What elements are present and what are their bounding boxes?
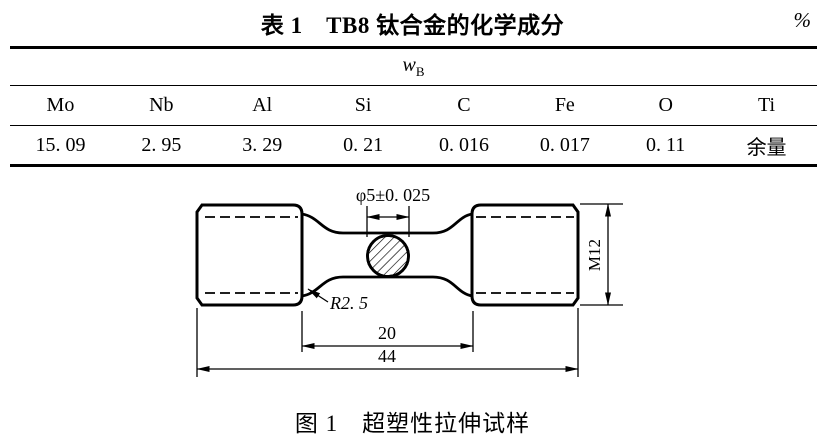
header-cell: Fe <box>514 85 616 126</box>
value-cell: 3. 29 <box>242 133 283 156</box>
value-cell: 15. 09 <box>35 133 86 156</box>
gauge-length-dimension <box>301 311 474 352</box>
value-cell: 0. 11 <box>646 133 686 156</box>
table-unit-label: % <box>793 8 812 32</box>
specimen-figure: φ5±0. 025 R2. 5 20 44 <box>175 180 635 392</box>
value-cell: 0. 21 <box>343 133 384 156</box>
gauge-length-label: 20 <box>378 323 396 343</box>
cross-section-circle <box>366 234 410 278</box>
mass-fraction-symbol: wB <box>10 47 817 86</box>
value-cell: 2. 95 <box>141 133 182 156</box>
composition-table: wB Mo Nb Al Si C Fe O Ti 15. 09 2. 95 3.… <box>10 46 817 167</box>
header-cell: Ti <box>716 85 817 126</box>
left-grip <box>195 203 304 307</box>
value-row: 15. 09 2. 95 3. 29 0. 21 0. 016 0. 017 0… <box>10 126 817 166</box>
thread-label: M12 <box>585 239 604 271</box>
value-cell: 余量 <box>746 136 787 159</box>
header-cell: O <box>615 85 717 126</box>
group-header-row: wB <box>10 47 817 86</box>
header-cell: Mo <box>10 85 111 126</box>
specimen-drawing: φ5±0. 025 R2. 5 20 44 <box>195 185 623 377</box>
fillet-radius-label: R2. 5 <box>329 293 368 313</box>
table-title-row: 表 1 TB8 钛合金的化学成分 % <box>0 6 825 40</box>
figure-caption: 图 1 超塑性拉伸试样 <box>294 411 531 436</box>
fillet-leader <box>307 288 329 303</box>
diameter-dimension <box>366 206 410 237</box>
header-cell: Si <box>312 85 414 126</box>
thread-dimension <box>580 203 623 306</box>
header-cell: Al <box>211 85 313 126</box>
header-cell: Nb <box>110 85 212 126</box>
value-cell: 0. 017 <box>539 133 590 156</box>
total-length-label: 44 <box>378 346 396 366</box>
header-cell: C <box>413 85 515 126</box>
element-header-row: Mo Nb Al Si C Fe O Ti <box>10 85 817 126</box>
diameter-label: φ5±0. 025 <box>356 185 430 205</box>
value-cell: 0. 016 <box>438 133 489 156</box>
right-grip <box>470 203 580 307</box>
table-title: 表 1 TB8 钛合金的化学成分 <box>260 13 565 38</box>
total-length-dimension <box>196 308 579 377</box>
